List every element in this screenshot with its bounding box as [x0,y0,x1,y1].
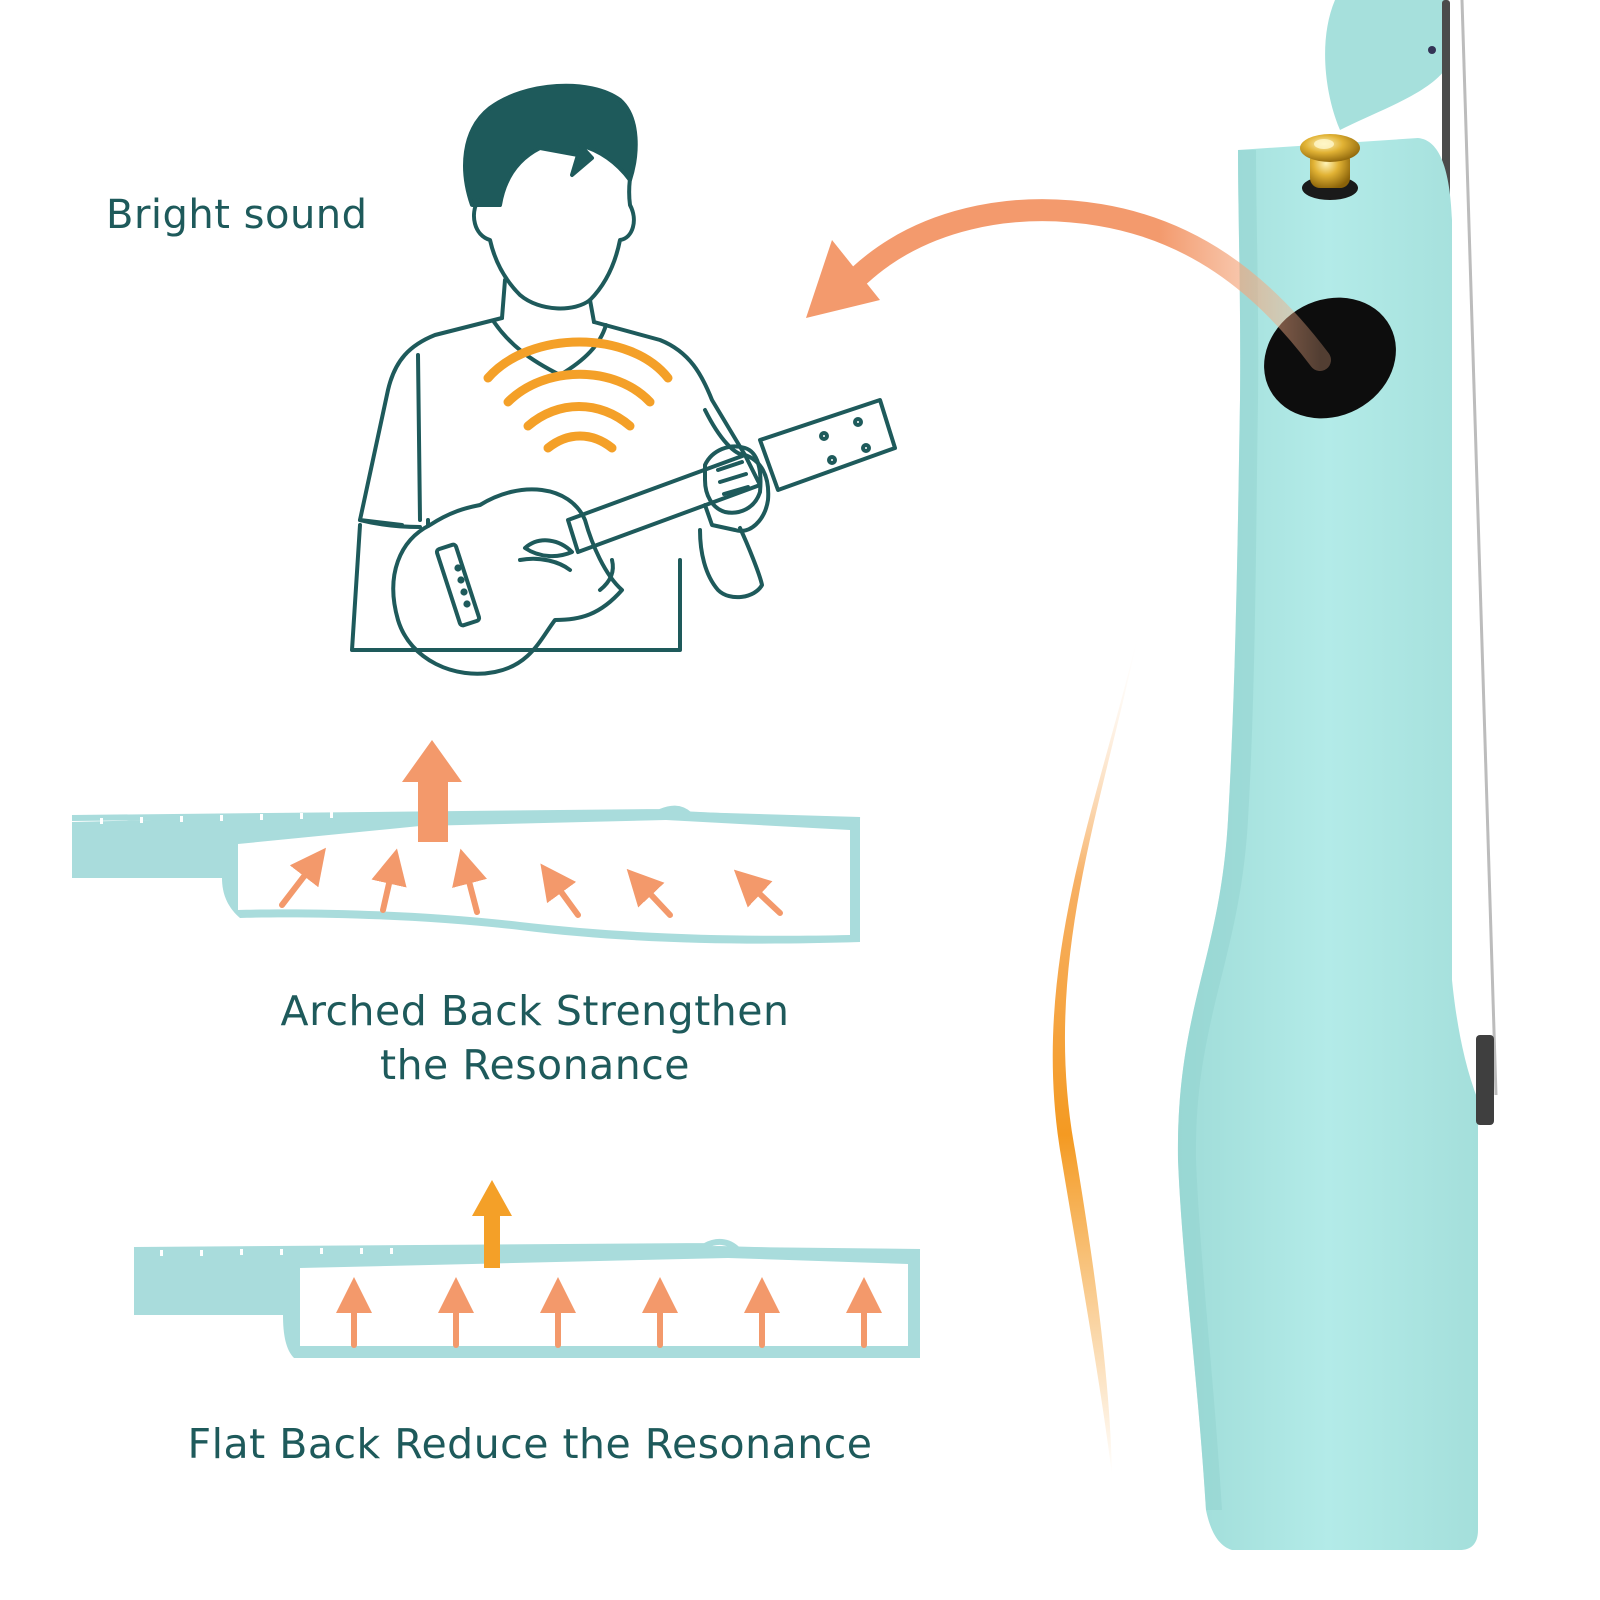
curved-arrow-icon [806,199,1331,371]
resonance-arrow [540,863,581,918]
resonance-arrow [279,847,326,908]
end-block [1476,1035,1494,1125]
flat-back-body [134,1246,920,1358]
ukulele-icon [391,487,624,676]
flat-back-caption: Flat Back Reduce the Resonance [187,1420,873,1468]
strap-button-icon [1300,134,1360,200]
orange-swoosh [1052,625,1140,1475]
arched-caption-line-1: Arched Back Strengthen [280,987,790,1035]
arched-caption-line-2: the Resonance [380,1041,690,1089]
flat-back-diagram [133,1180,921,1358]
arched-back-diagram [71,740,861,944]
resonance-arrow [626,868,673,918]
sound-wave-icon [483,337,673,453]
arched-up-arrow [402,740,462,842]
resonance-arrow [452,848,487,915]
ukulele-heel [1325,0,1445,130]
resonance-arrow [371,848,407,913]
ukulele-string [1460,0,1498,1096]
arched-back-body [72,810,860,944]
bright-sound-label: Bright sound [106,192,368,238]
ukulele-body [1177,0,1498,1550]
resonance-arrow [733,869,783,916]
hair-icon [463,83,638,207]
flat-up-arrow [472,1180,512,1268]
arched-back-caption: Arched Back Strengthen the Resonance [190,984,880,1092]
